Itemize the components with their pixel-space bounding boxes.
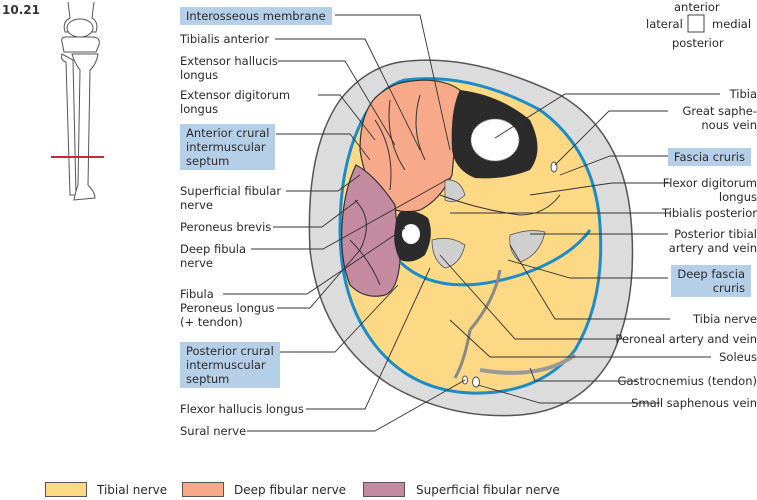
label-fascia-cruris: Fascia cruris [667, 148, 751, 166]
label-deep-fascia-cruris: Deep fascia cruris [671, 265, 751, 297]
lateral-compartment [341, 164, 401, 297]
orientation-posterior: posterior [672, 36, 724, 50]
label-posterior-tibial-artery-vein: Posterior tibial artery and vein [668, 227, 757, 255]
legend-swatch-deep-fibular-nerve [182, 482, 224, 497]
label-peroneal-artery-vein: Peroneal artery and vein [615, 332, 757, 346]
orientation-medial: medial [712, 17, 752, 31]
legend-label-superficial-fibular-nerve: Superficial fibular nerve [416, 483, 560, 497]
leg-bones-thumbnail [61, 1, 100, 201]
label-small-saphenous-vein: Small saphenous vein [631, 396, 757, 410]
legend-swatch-superficial-fibular-nerve [363, 482, 405, 497]
label-flexor-hallucis-longus: Flexor hallucis longus [180, 402, 304, 416]
legend-label-tibial-nerve: Tibial nerve [97, 483, 168, 497]
orientation-anterior: anterior [674, 0, 720, 14]
label-tibia: Tibia [729, 87, 757, 101]
label-anterior-crural-septum: Anterior crural intermuscular septum [180, 124, 276, 170]
leader-lines-right [439, 93, 720, 404]
label-deep-fibula-nerve: Deep fibula nerve [180, 242, 247, 270]
label-sural-nerve: Sural nerve [180, 424, 247, 438]
label-tibialis-posterior: Tibialis posterior [661, 206, 757, 220]
fibula-marrow [402, 224, 420, 244]
label-extensor-digitorum-longus: Extensor digitorum longus [180, 88, 291, 116]
orientation-lateral: lateral [646, 17, 683, 31]
label-great-saphenous-vein: Great saphe- nous vein [682, 104, 757, 132]
label-tibia-nerve: Tibia nerve [692, 312, 757, 326]
label-tibialis-anterior: Tibialis anterior [180, 32, 270, 46]
figure-number: 10.21 [2, 3, 40, 17]
label-posterior-crural-septum: Posterior crural intermuscular septum [180, 342, 280, 388]
label-interosseous-membrane: Interosseous membrane [180, 7, 332, 25]
label-superficial-fibular-nerve: Superficial fibular nerve [180, 184, 282, 212]
label-peroneus-longus: Peroneus longus (+ tendon) [180, 301, 275, 329]
label-soleus: Soleus [719, 350, 757, 364]
legend-swatch-tibial-nerve [45, 482, 87, 497]
label-gastrocnemius-tendon: Gastrocnemius (tendon) [617, 374, 757, 388]
legend-label-deep-fibular-nerve: Deep fibular nerve [234, 483, 347, 497]
orientation-box [687, 14, 705, 33]
label-fibula: Fibula [180, 287, 214, 301]
tibia-marrow [470, 118, 520, 162]
label-flexor-digitorum-longus: Flexor digitorum longus [662, 176, 757, 204]
leader-lines-left [223, 14, 466, 432]
label-peroneus-brevis: Peroneus brevis [180, 220, 272, 234]
label-extensor-hallucis-longus: Extensor hallucis longus [180, 54, 278, 82]
